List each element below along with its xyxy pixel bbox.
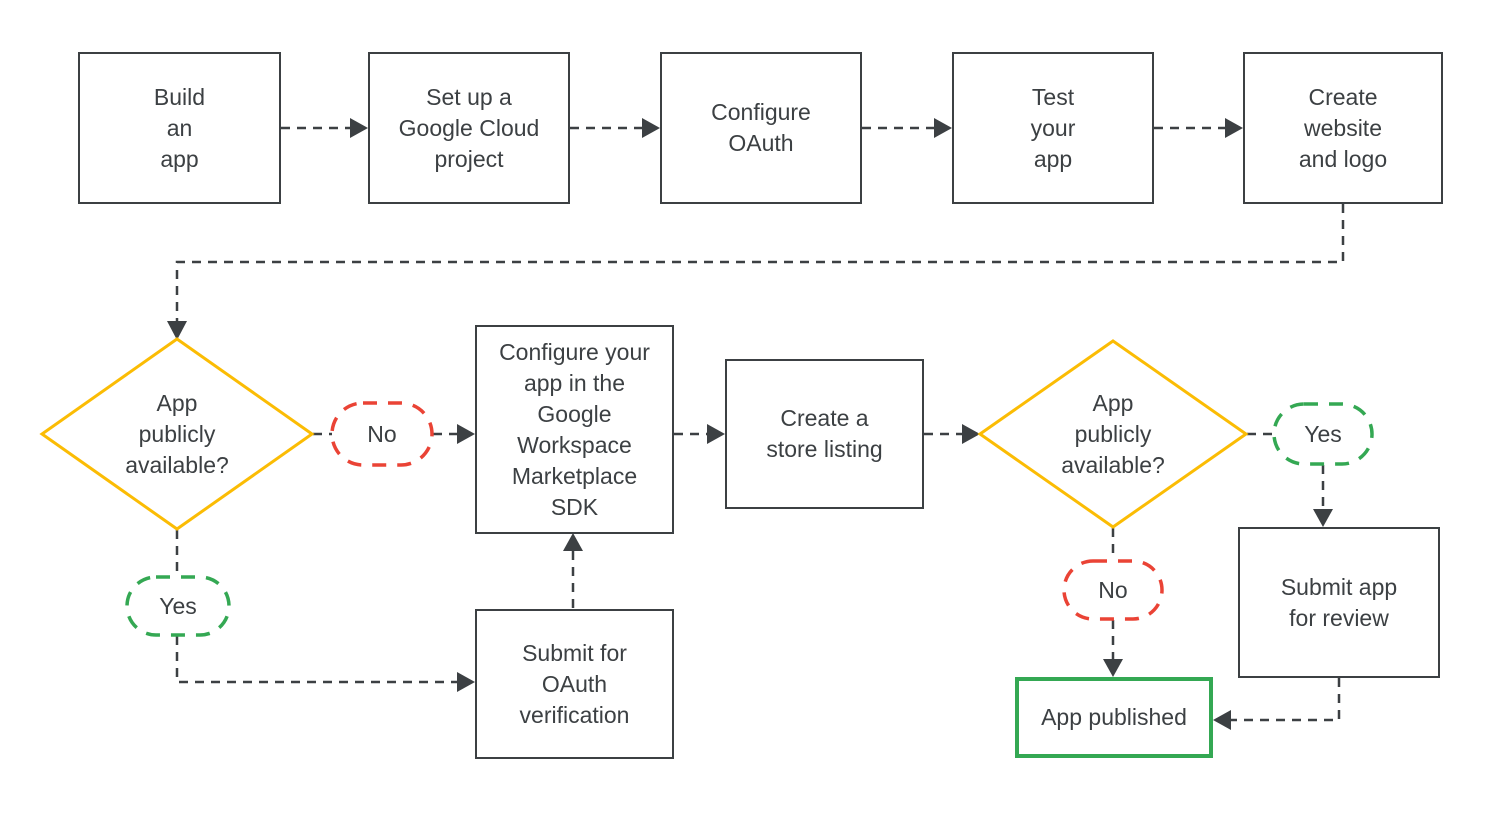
process-create-a-store-listing: Create a store listing xyxy=(725,359,924,509)
no-badge-2 xyxy=(1062,559,1164,621)
arrowhead xyxy=(563,533,583,551)
process-configure-oauth: Configure OAuth xyxy=(660,52,862,204)
process-build-an-app: Build an app xyxy=(78,52,281,204)
arrowhead xyxy=(167,321,187,340)
process-test-your-app: Test your app xyxy=(952,52,1154,204)
process-configure-app-in-marketplace-sdk: Configure your app in the Google Workspa… xyxy=(475,325,674,534)
terminal-app-published: App published xyxy=(1015,677,1213,758)
edge-website-to-decision1 xyxy=(175,204,1345,321)
no-badge-1 xyxy=(330,401,434,467)
process-submit-for-oauth-verification: Submit for OAuth verification xyxy=(475,609,674,759)
edge-yes1-to-oauth-verification xyxy=(175,636,457,684)
arrowhead xyxy=(1103,659,1123,677)
arrowhead xyxy=(934,118,952,138)
arrowhead xyxy=(457,672,475,692)
arrowhead xyxy=(642,118,660,138)
edge-review-to-published xyxy=(1231,678,1341,722)
yes-label-1: Yes xyxy=(159,592,197,619)
arrowhead xyxy=(350,118,368,138)
arrowhead xyxy=(707,424,725,444)
process-submit-app-for-review: Submit app for review xyxy=(1238,527,1440,678)
decision-diamond-2 xyxy=(977,339,1249,529)
arrowhead xyxy=(457,424,475,444)
process-set-up-google-cloud-project: Set up a Google Cloud project xyxy=(368,52,570,204)
decision-diamond-1 xyxy=(39,337,315,531)
arrowhead xyxy=(1225,118,1243,138)
decision-label-app-publicly-available-2: App publicly available? xyxy=(1061,389,1165,478)
arrowhead xyxy=(1213,710,1231,730)
arrowhead xyxy=(1313,509,1333,527)
yes-badge-1 xyxy=(125,575,231,637)
no-label-2: No xyxy=(1098,576,1128,603)
no-label-1: No xyxy=(367,420,397,447)
process-create-website-and-logo: Create website and logo xyxy=(1243,52,1443,204)
arrowhead xyxy=(962,424,980,444)
yes-label-2: Yes xyxy=(1304,420,1342,447)
yes-badge-2 xyxy=(1272,402,1374,466)
decision-label-app-publicly-available-1: App publicly available? xyxy=(125,389,229,478)
